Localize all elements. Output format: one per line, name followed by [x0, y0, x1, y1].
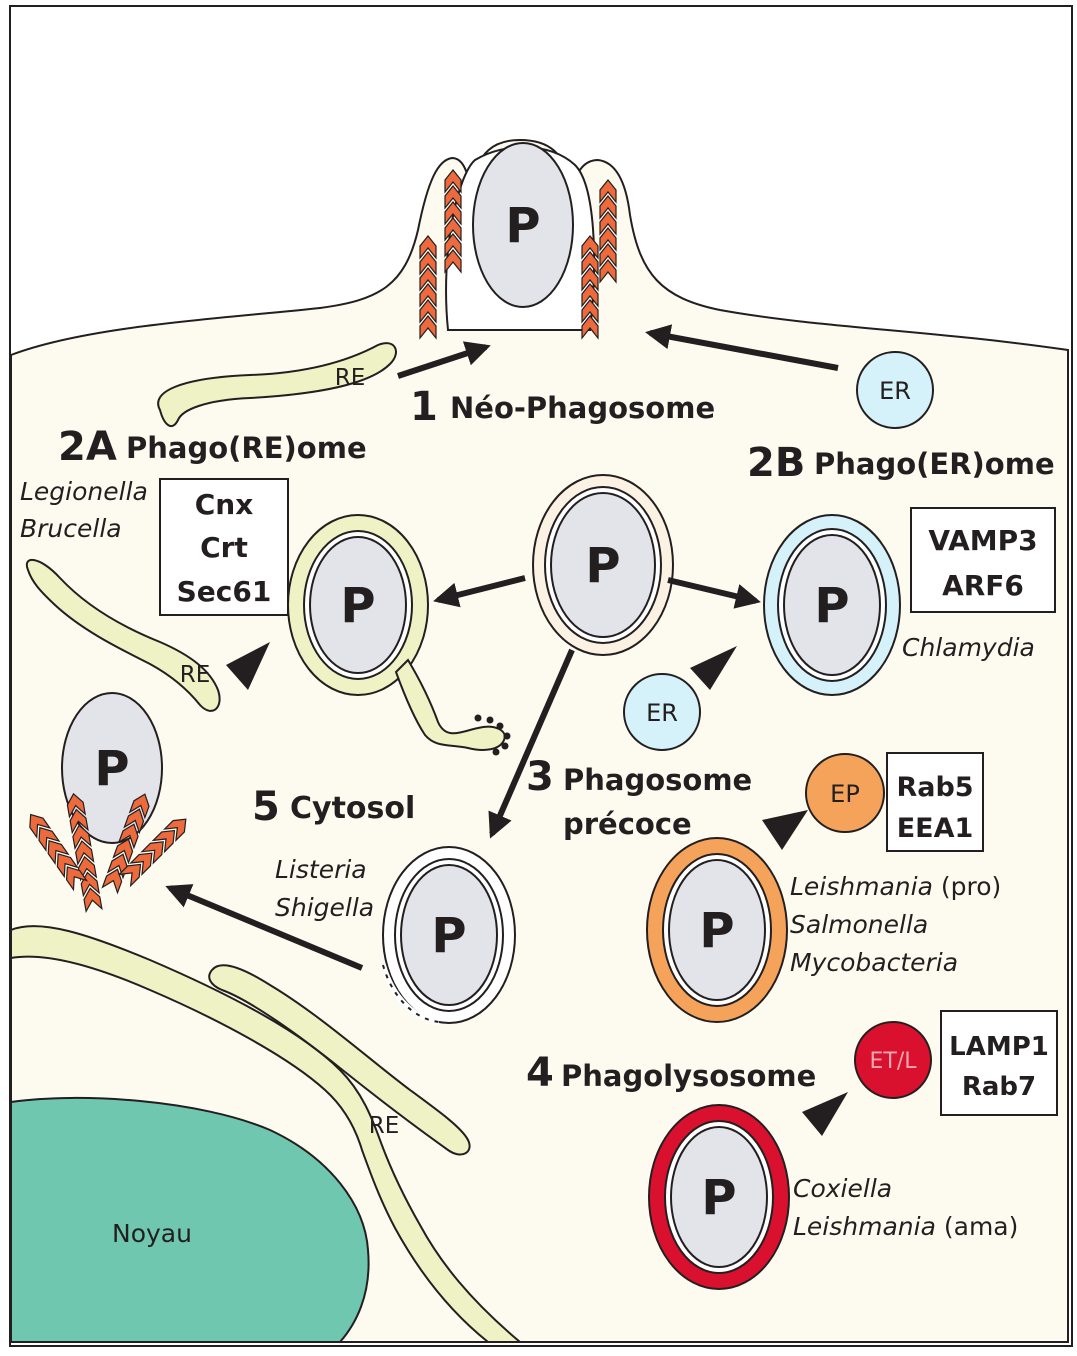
stage4-title: Phagolysosome: [561, 1059, 816, 1093]
coat-dot: [493, 749, 500, 756]
stage3-title: précoce: [563, 807, 692, 841]
stage3-pathogen: Salmonella: [790, 910, 928, 939]
er-label-mid: ER: [646, 699, 678, 727]
re-label-top: RE: [335, 365, 366, 391]
stage2a-marker: Sec61: [177, 575, 272, 608]
stage1-number: 1: [410, 384, 438, 430]
actin-filament-icon: [420, 236, 436, 338]
stage3-number: 3: [526, 754, 554, 800]
phagosome-letter: P: [94, 741, 129, 797]
stage2b-marker: VAMP3: [928, 524, 1037, 557]
stage4-pathogen: Coxiella: [793, 1174, 892, 1203]
stage2a-number: 2A: [58, 424, 117, 470]
stage4-pathogen: Leishmania (ama): [793, 1212, 1018, 1241]
phagosome-letter: P: [340, 578, 375, 634]
stage3-pathogen: Mycobacteria: [790, 948, 958, 977]
re-label-bottom: RE: [369, 1113, 400, 1139]
stage3-marker: Rab5: [896, 772, 973, 803]
early-phagosome: P: [647, 838, 787, 1022]
phagosome-letter: P: [814, 578, 849, 634]
stage4-marker: Rab7: [962, 1072, 1036, 1102]
phagosome-letter: P: [431, 908, 466, 964]
coat-dot: [502, 743, 509, 750]
stage5-pathogen: Listeria: [275, 855, 367, 884]
coat-dot: [475, 715, 482, 722]
phagosome-letter: P: [699, 903, 734, 959]
ep-label: EP: [830, 780, 860, 808]
stage3-title: Phagosome: [563, 763, 752, 797]
stage5-title: Cytosol: [290, 791, 415, 826]
stage2a-marker: Cnx: [195, 488, 254, 521]
nucleus-label: Noyau: [112, 1219, 192, 1248]
stage1-title: Néo-Phagosome: [450, 391, 715, 425]
actin-filament-icon: [600, 180, 616, 282]
stage2b-title: Phago(ER)ome: [814, 447, 1055, 481]
stage2a-marker: Crt: [200, 531, 248, 564]
phago-er-ome: P: [764, 515, 900, 695]
stage5-pathogen: Shigella: [275, 893, 374, 922]
stage4-marker: LAMP1: [949, 1032, 1049, 1062]
phagosome-center: P: [533, 475, 673, 655]
actin-filament-icon: [445, 170, 461, 272]
stage5-number: 5: [252, 784, 280, 830]
stage2a-pathogen: Brucella: [20, 514, 122, 543]
coat-dot: [497, 723, 504, 730]
stage2a-title: Phago(RE)ome: [126, 431, 367, 465]
coat-dot: [504, 733, 511, 740]
stage3-pathogen: Leishmania (pro): [790, 872, 1001, 901]
stage3-marker: EEA1: [897, 813, 974, 844]
phagosome-letter: P: [505, 198, 540, 254]
neo-phagosome: P: [473, 143, 573, 307]
re-label-left: RE: [180, 662, 211, 688]
stage4-number: 4: [526, 1050, 554, 1096]
stage2b-marker: ARF6: [942, 569, 1024, 602]
stage2a-pathogen: Legionella: [20, 477, 148, 506]
cytosol-phagosome: P: [383, 847, 515, 1023]
phagolysosome: P: [649, 1105, 789, 1289]
etl-label: ET/L: [869, 1049, 917, 1074]
phagosome-letter: P: [585, 538, 620, 594]
stage2b-number: 2B: [747, 440, 805, 486]
er-label-top: ER: [879, 377, 911, 405]
phagosome-letter: P: [701, 1170, 736, 1226]
actin-filament-icon: [582, 236, 598, 338]
stage2b-pathogen: Chlamydia: [902, 633, 1035, 662]
coat-dot: [487, 717, 494, 724]
